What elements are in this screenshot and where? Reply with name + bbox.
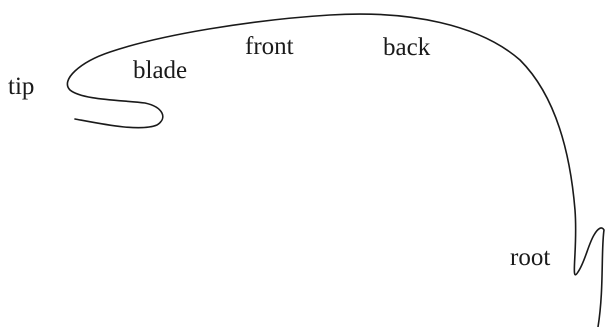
label-front: front xyxy=(245,33,294,60)
label-blade: blade xyxy=(133,57,187,84)
label-root: root xyxy=(510,244,550,271)
label-tip: tip xyxy=(8,73,34,100)
label-back: back xyxy=(383,34,431,61)
